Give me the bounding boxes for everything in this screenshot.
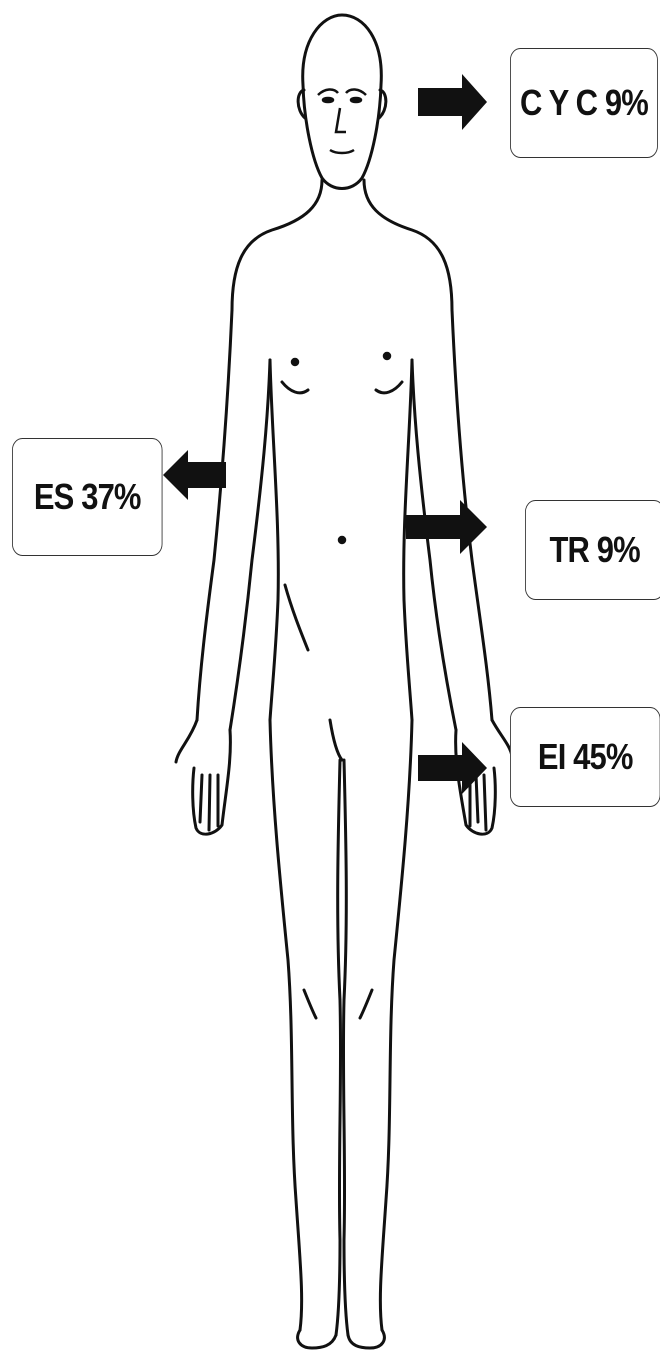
- label-es-text: ES 37%: [34, 476, 141, 518]
- human-body-outline: [176, 15, 512, 1348]
- label-box-tr: TR 9%: [525, 500, 660, 600]
- face-features: [292, 89, 390, 543]
- label-box-ei: EI 45%: [510, 707, 660, 807]
- label-box-cyc: C Y C 9%: [510, 48, 658, 158]
- arrow-to-tr: [406, 500, 487, 554]
- label-ei-text: EI 45%: [538, 736, 633, 778]
- arrow-to-cyc: [418, 74, 487, 130]
- arrow-to-es: [163, 450, 226, 500]
- label-cyc-text: C Y C 9%: [520, 82, 648, 124]
- label-tr-text: TR 9%: [549, 529, 639, 571]
- label-box-es: ES 37%: [12, 438, 163, 556]
